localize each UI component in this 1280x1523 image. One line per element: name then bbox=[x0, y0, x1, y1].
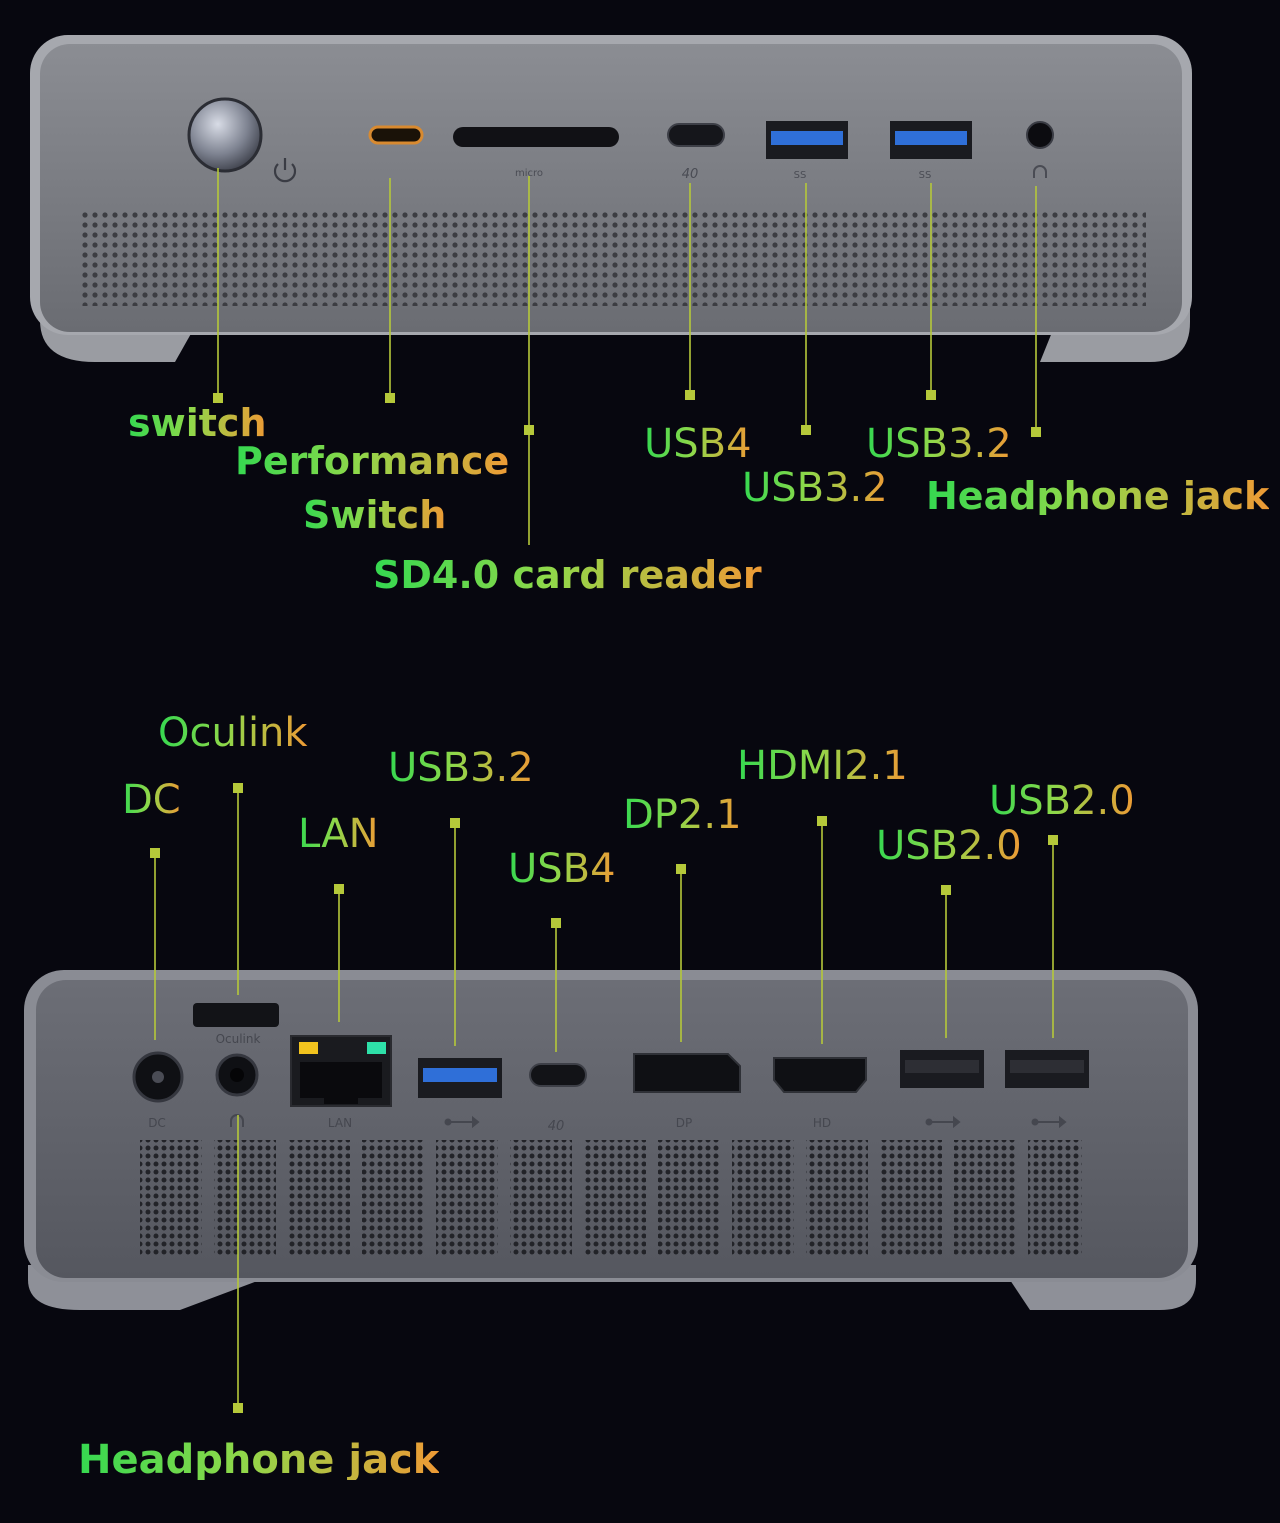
performance-switch-port[interactable] bbox=[368, 125, 424, 145]
sd-mark: micro bbox=[515, 168, 543, 179]
rear-panel: Oculink DC LAN 40 DP HD bbox=[24, 970, 1198, 1310]
label-performance-line1: Performance bbox=[235, 439, 510, 483]
oculink-port[interactable] bbox=[193, 1003, 279, 1027]
label-front-usb32-2: USB3.2 bbox=[866, 421, 1012, 467]
label-dp21: DP2.1 bbox=[623, 792, 742, 838]
front-usb32-mark-2: SS bbox=[919, 170, 932, 181]
label-performance-line2: Switch bbox=[303, 493, 447, 537]
front-usb32-mark-1: SS bbox=[794, 170, 807, 181]
lan-mark: LAN bbox=[328, 1116, 352, 1130]
lan-socket bbox=[300, 1062, 382, 1104]
lan-led-right bbox=[367, 1042, 386, 1054]
label-lan: LAN bbox=[298, 811, 379, 857]
rear-vent-grille bbox=[140, 1140, 1082, 1256]
sd-card-slot[interactable] bbox=[453, 127, 619, 147]
rear-usb20-port-1-tongue bbox=[905, 1060, 979, 1073]
front-vent-grille bbox=[78, 212, 1146, 306]
rear-usb4-mark: 40 bbox=[548, 1119, 565, 1134]
front-leader-lines bbox=[213, 168, 1041, 545]
rear-usb20-usb-icon-1 bbox=[925, 1115, 961, 1129]
front-usb32-port-1-tongue bbox=[771, 131, 843, 145]
label-front-switch: switch bbox=[128, 401, 267, 445]
rear-leader-lines bbox=[150, 783, 1058, 1413]
hdmi-port[interactable] bbox=[773, 1057, 867, 1093]
front-panel: micro 40 SS SS bbox=[30, 35, 1192, 362]
rear-usb20-port-2-tongue bbox=[1010, 1060, 1084, 1073]
rear-headphone-jack-inner bbox=[230, 1068, 244, 1082]
label-front-usb32-1: USB3.2 bbox=[742, 465, 888, 511]
label-hdmi21: HDMI2.1 bbox=[737, 743, 908, 789]
label-front-usb4: USB4 bbox=[644, 421, 752, 467]
label-oculink: Oculink bbox=[158, 710, 308, 756]
hd-mark: HD bbox=[813, 1116, 831, 1130]
rear-usb32-port-tongue bbox=[423, 1068, 497, 1082]
label-rear-usb20-2: USB2.0 bbox=[989, 778, 1135, 824]
power-icon bbox=[273, 158, 297, 183]
rear-headphone-icon bbox=[230, 1114, 244, 1127]
rear-usb20-usb-icon-2 bbox=[1031, 1115, 1067, 1129]
dc-port-pin bbox=[152, 1071, 164, 1083]
front-usb4-port[interactable] bbox=[667, 123, 725, 147]
front-headphone-icon bbox=[1033, 165, 1047, 178]
front-usb32-port-2-tongue bbox=[895, 131, 967, 145]
dc-mark: DC bbox=[148, 1116, 166, 1130]
label-dc: DC bbox=[122, 777, 181, 823]
front-headphone-jack[interactable] bbox=[1026, 121, 1054, 149]
rear-usb32-usb-icon bbox=[444, 1115, 480, 1129]
label-rear-usb20-1: USB2.0 bbox=[876, 823, 1022, 869]
dp-mark: DP bbox=[676, 1116, 692, 1130]
label-rear-usb32: USB3.2 bbox=[388, 745, 534, 791]
power-button[interactable] bbox=[187, 97, 263, 173]
label-rear-usb4: USB4 bbox=[508, 846, 616, 892]
label-sd-card-reader: SD4.0 card reader bbox=[373, 553, 762, 597]
oculink-mark: Oculink bbox=[216, 1032, 261, 1046]
front-usb4-mark: 40 bbox=[682, 167, 699, 182]
label-front-headphone-jack: Headphone jack bbox=[926, 474, 1270, 518]
lan-led-left bbox=[299, 1042, 318, 1054]
label-rear-headphone-jack: Headphone jack bbox=[78, 1437, 440, 1483]
rear-usb4-port[interactable] bbox=[529, 1063, 587, 1087]
displayport-port[interactable] bbox=[633, 1053, 741, 1093]
